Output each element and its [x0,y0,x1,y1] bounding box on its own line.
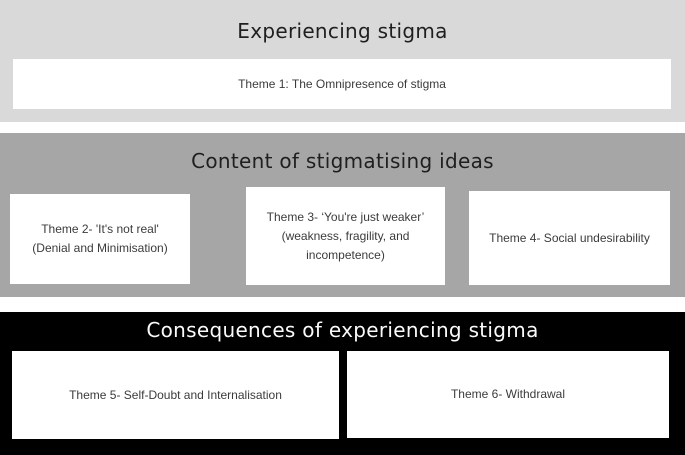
theme-5-box: Theme 5- Self-Doubt and Internalisation [12,351,339,439]
theme-2-text-line-1: Theme 2- 'It's not real' [41,222,159,236]
theme-1-text: Theme 1: The Omnipresence of stigma [238,76,446,91]
section-title-consequences-of-experiencing-stigma: Consequences of experiencing stigma [146,318,539,342]
theme-3-text-line-2: (weakness, fragility, and [281,228,410,243]
theme-3-text-line-3: incompetence) [306,247,385,262]
section-content-of-stigmatising-ideas: Content of stigmatising ideas Theme 2- '… [0,133,685,297]
theme-1-box: Theme 1: The Omnipresence of stigma [13,59,671,109]
theme-6-box: Theme 6- Withdrawal [347,351,669,438]
theme-3-box: Theme 3- ‘You're just weaker’ (weakness,… [246,187,445,285]
section-title-content-of-stigmatising-ideas: Content of stigmatising ideas [191,149,494,173]
theme-2-box: Theme 2- 'It's not real' (Denial and Min… [10,194,190,284]
theme-6-text: Theme 6- Withdrawal [450,387,566,401]
theme-2-text-line-2: (Denial and Minimisation) [32,241,168,255]
section-experiencing-stigma: Experiencing stigma Theme 1: The Omnipre… [0,0,685,122]
theme-5-text: Theme 5- Self-Doubt and Internalisation [69,387,282,402]
theme-4-box: Theme 4- Social undesirability [469,191,670,285]
theme-4-text: Theme 4- Social undesirability [489,230,650,245]
section-title-experiencing-stigma: Experiencing stigma [237,19,448,43]
theme-3-text-line-1: Theme 3- ‘You're just weaker’ [266,209,425,224]
section-consequences-of-experiencing-stigma: Consequences of experiencing stigma Them… [0,312,685,455]
